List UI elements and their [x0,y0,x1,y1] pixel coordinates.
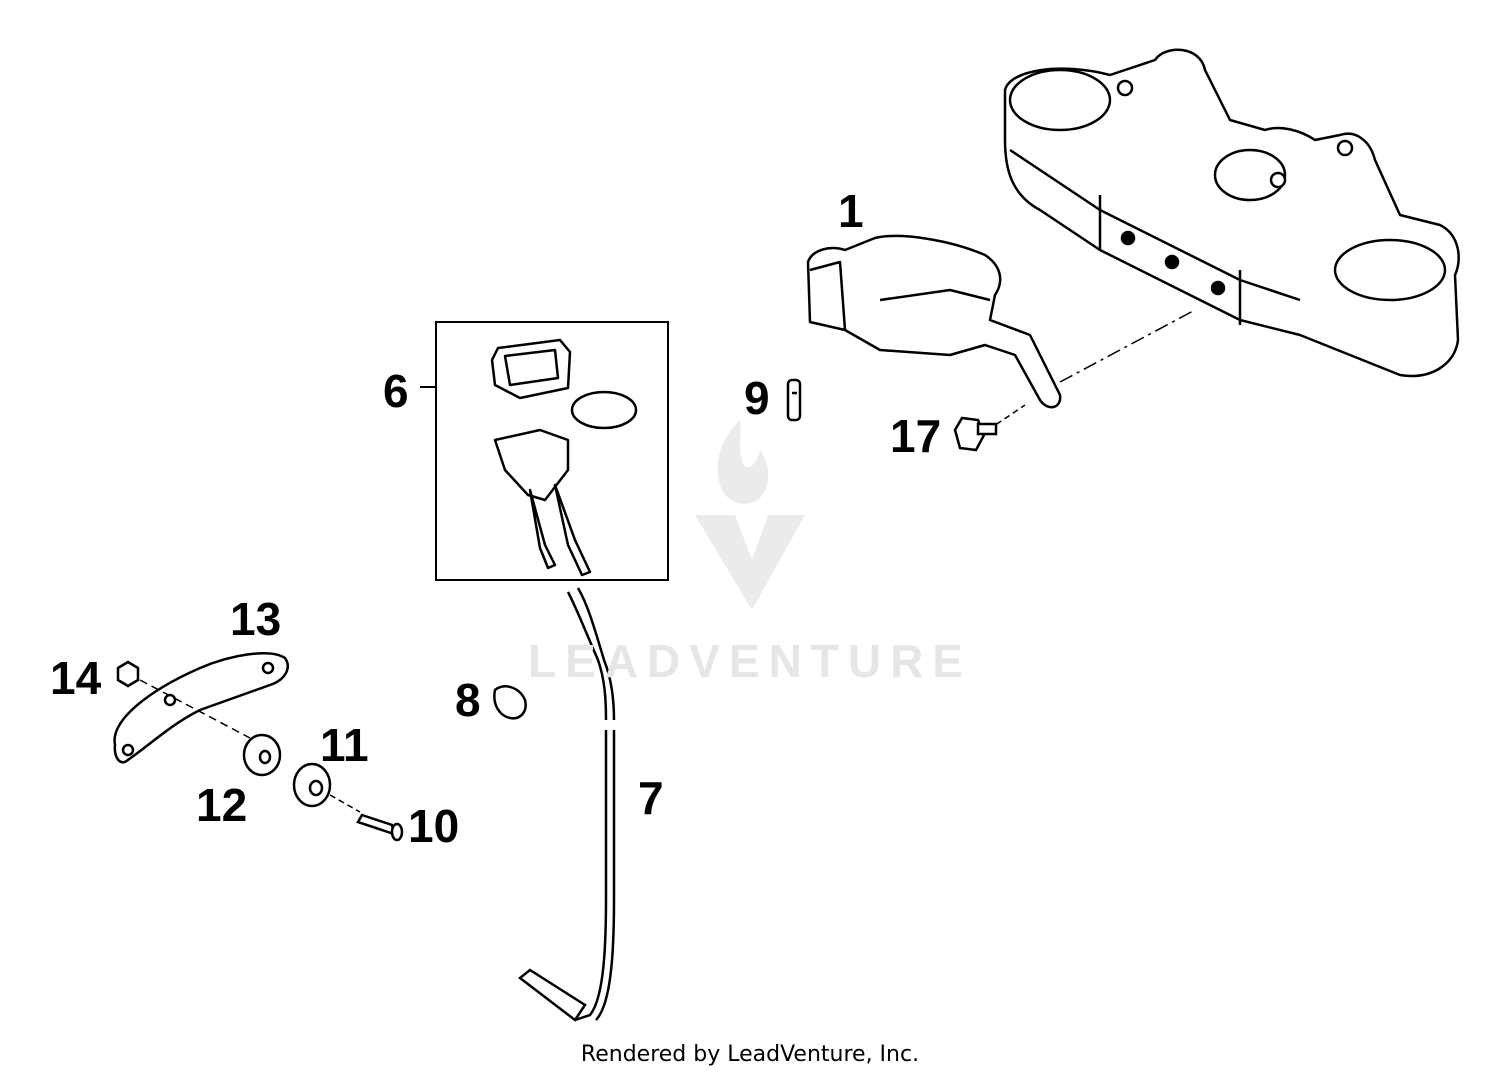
mounting-plate-part [113,652,289,764]
watermark-logo-icon [695,420,805,610]
callout-13: 13 [230,593,282,645]
speedometer-part [490,338,638,577]
footer-credit: Rendered by LeadVenture, Inc. [580,1042,920,1067]
callout-6: 6 [383,365,409,417]
leader-line [139,679,251,739]
callout-7: 7 [638,772,664,824]
screw-part [356,813,404,842]
watermark-text: LEADVENTURE [527,635,973,687]
leader-line [987,404,1026,431]
callout-11: 11 [320,719,369,771]
kit-box [435,321,669,581]
leader-line [329,794,361,813]
callout-8: 8 [455,674,481,726]
callout-14: 14 [50,652,102,704]
callout-1: 1 [838,185,864,237]
callout-10: 10 [408,800,460,852]
callout-9: 9 [744,372,770,424]
callout-17: 17 [890,410,942,462]
fuse-part [786,378,802,422]
bracket-part [806,234,1062,409]
bolt-part [953,416,998,452]
nut-part [116,660,140,688]
callout-12: 12 [196,779,248,831]
spacer-part [292,762,332,808]
triple-clamp [1003,48,1460,378]
clip-part [493,685,527,720]
washer-part [242,733,282,777]
sensor-cable-part [517,587,616,1022]
leader-line [1059,309,1196,383]
